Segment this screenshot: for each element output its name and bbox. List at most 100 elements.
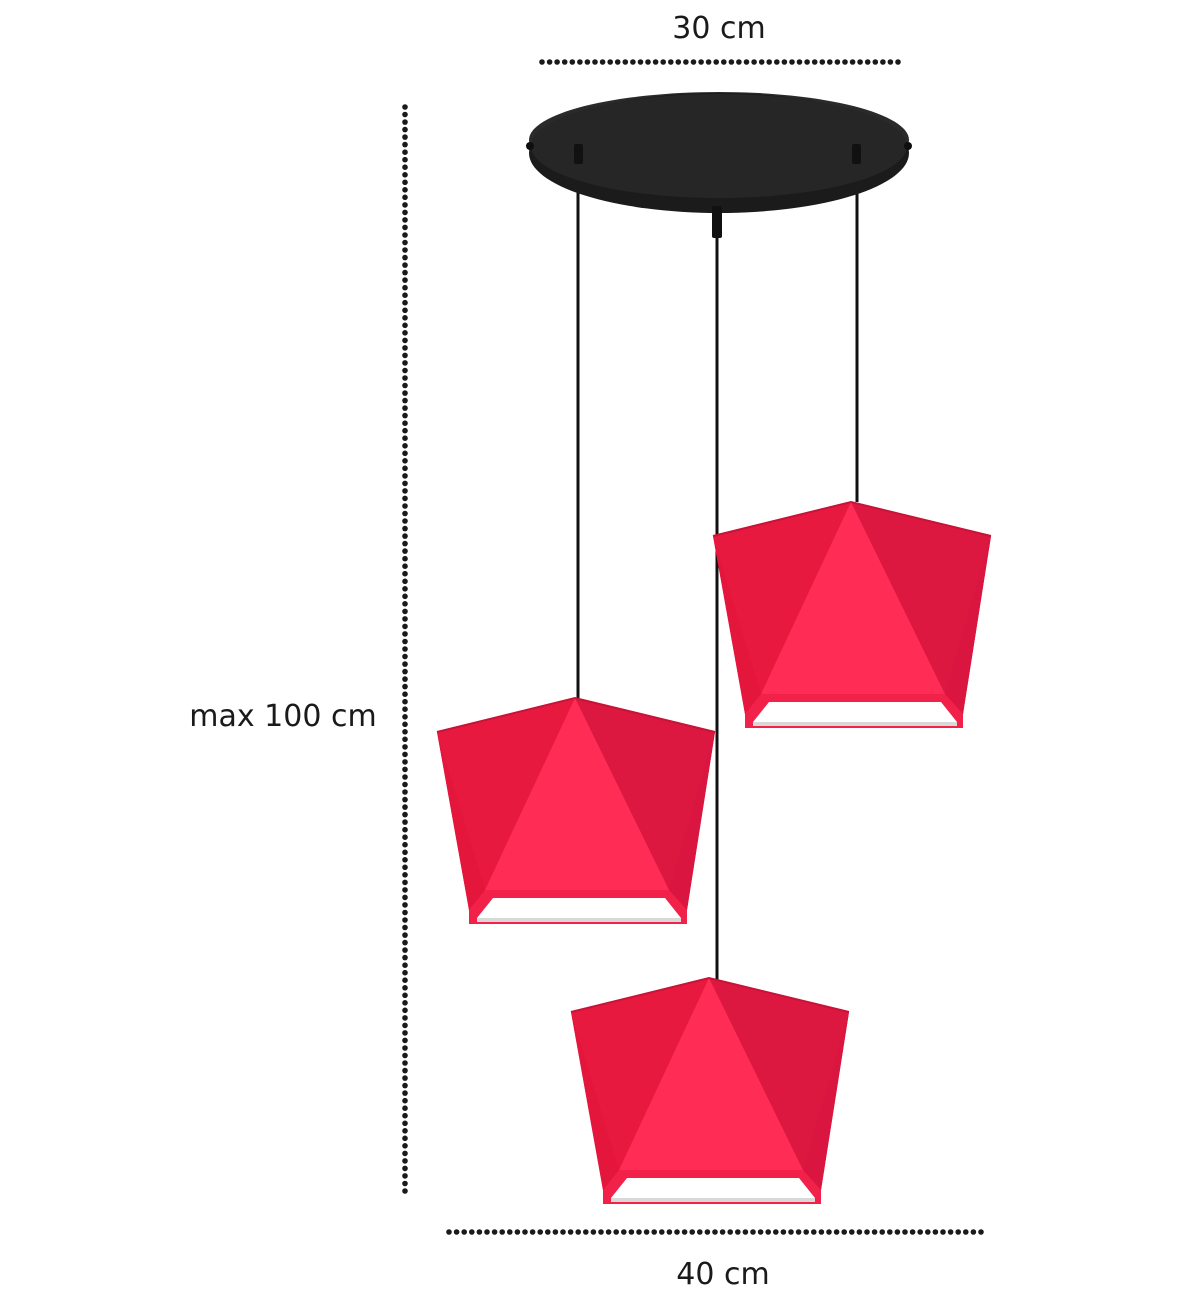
dimension-dot bbox=[402, 691, 408, 697]
dimension-dot bbox=[402, 1007, 408, 1014]
dimension-dot bbox=[402, 977, 408, 983]
dimension-dot bbox=[529, 1229, 536, 1235]
dimension-dot bbox=[402, 736, 408, 743]
dimension-dot bbox=[402, 811, 408, 818]
dimension-dot bbox=[819, 59, 826, 65]
dimension-dot bbox=[849, 59, 856, 65]
dimension-dot bbox=[402, 1045, 408, 1051]
dimension-dot bbox=[849, 1229, 855, 1235]
dimension-dot bbox=[719, 1229, 726, 1235]
dimension-dot bbox=[484, 1229, 490, 1235]
dimension-dot bbox=[554, 59, 560, 65]
dimension-dot bbox=[402, 796, 408, 803]
dimension-dot bbox=[499, 1229, 506, 1235]
dimension-dot bbox=[402, 902, 408, 908]
dimension-dot bbox=[402, 1128, 408, 1134]
dimension-dot bbox=[402, 1082, 408, 1089]
dimension-dot bbox=[592, 59, 598, 65]
dimension-dot bbox=[402, 1090, 408, 1096]
dimension-dot bbox=[834, 59, 841, 65]
dimension-dot bbox=[712, 1229, 718, 1235]
dimension-dot bbox=[402, 789, 408, 795]
dimension-dot bbox=[887, 1229, 893, 1235]
dimension-dot bbox=[402, 849, 408, 856]
height-dimension-line bbox=[402, 104, 408, 1194]
dimension-dot bbox=[402, 714, 408, 720]
dimension-dot bbox=[402, 224, 408, 231]
dimension-dot bbox=[978, 1229, 984, 1235]
dimension-dot bbox=[402, 473, 408, 479]
dimension-dot bbox=[781, 59, 788, 65]
dimension-dot bbox=[402, 179, 408, 186]
faceted-pentagon-shade-icon bbox=[712, 501, 992, 729]
dimension-dot bbox=[402, 345, 408, 351]
dimension-dot bbox=[402, 555, 408, 562]
top-width-label: 30 cm bbox=[672, 11, 765, 46]
dimension-dot bbox=[697, 1229, 703, 1235]
dimension-dot bbox=[507, 1229, 513, 1235]
dimension-dot bbox=[402, 209, 408, 216]
dimension-dot bbox=[932, 1229, 939, 1235]
dimension-dot bbox=[402, 488, 408, 494]
dimension-dot bbox=[522, 1229, 528, 1235]
dimension-dot bbox=[402, 510, 408, 517]
dimension-dot bbox=[599, 59, 606, 65]
dimension-dot bbox=[963, 1229, 969, 1235]
top-width-dimension-line bbox=[539, 59, 901, 65]
dimension-dot bbox=[735, 1229, 741, 1235]
dimension-dot bbox=[402, 586, 408, 592]
dimension-dot bbox=[402, 947, 408, 953]
dimension-dot bbox=[402, 1188, 408, 1194]
dimension-dot bbox=[758, 59, 765, 65]
dimension-dot bbox=[402, 141, 408, 148]
dimension-dot bbox=[402, 616, 408, 622]
dimension-dot bbox=[491, 1229, 498, 1235]
dimension-dot bbox=[402, 382, 408, 389]
dimension-dot bbox=[402, 924, 408, 931]
dimension-dot bbox=[674, 1229, 680, 1235]
dimension-dot bbox=[402, 299, 408, 306]
dimension-dot bbox=[402, 894, 408, 901]
dimension-dot bbox=[402, 1067, 408, 1074]
dimension-dot bbox=[402, 202, 408, 208]
dimension-dot bbox=[402, 262, 408, 268]
dimension-dot bbox=[402, 668, 408, 675]
dimension-dot bbox=[402, 593, 408, 600]
dimension-dot bbox=[402, 1052, 408, 1059]
dimension-dot bbox=[864, 59, 871, 65]
dimension-dot bbox=[713, 59, 719, 65]
dimension-dot bbox=[402, 427, 408, 434]
dimension-dot bbox=[402, 450, 408, 457]
dimension-dot bbox=[818, 1229, 825, 1235]
dimension-dot bbox=[402, 480, 408, 487]
dimension-dot bbox=[402, 759, 408, 765]
dimension-dot bbox=[598, 1229, 604, 1235]
dimension-dot bbox=[402, 638, 408, 645]
dimension-dot bbox=[811, 59, 818, 65]
dimension-dot bbox=[402, 269, 408, 276]
dimension-dot bbox=[590, 1229, 597, 1235]
dimension-dot bbox=[402, 194, 408, 201]
dimension-dot bbox=[402, 969, 408, 976]
dimension-dot bbox=[402, 1180, 408, 1187]
dimension-dot bbox=[402, 819, 408, 825]
dimension-dot bbox=[402, 653, 408, 660]
dimension-dot bbox=[402, 826, 408, 833]
dimension-dot bbox=[614, 59, 621, 65]
dimension-dot bbox=[402, 1022, 408, 1029]
dimension-dot bbox=[795, 1229, 802, 1235]
height-label: max 100 cm bbox=[189, 699, 376, 734]
dimension-dot bbox=[402, 1015, 408, 1021]
dimension-dot bbox=[402, 932, 408, 938]
dimension-dot bbox=[402, 578, 408, 585]
dimension-dot bbox=[402, 164, 408, 170]
dimension-dot bbox=[402, 631, 408, 637]
dimension-dot bbox=[402, 646, 408, 652]
dimension-dot bbox=[788, 1229, 794, 1235]
dimension-dot bbox=[894, 1229, 901, 1235]
dimension-dot bbox=[402, 1105, 408, 1111]
dimension-dot bbox=[402, 322, 408, 329]
dimension-dot bbox=[940, 1229, 946, 1235]
dimension-dot bbox=[402, 992, 408, 999]
dimension-dot bbox=[402, 774, 408, 780]
